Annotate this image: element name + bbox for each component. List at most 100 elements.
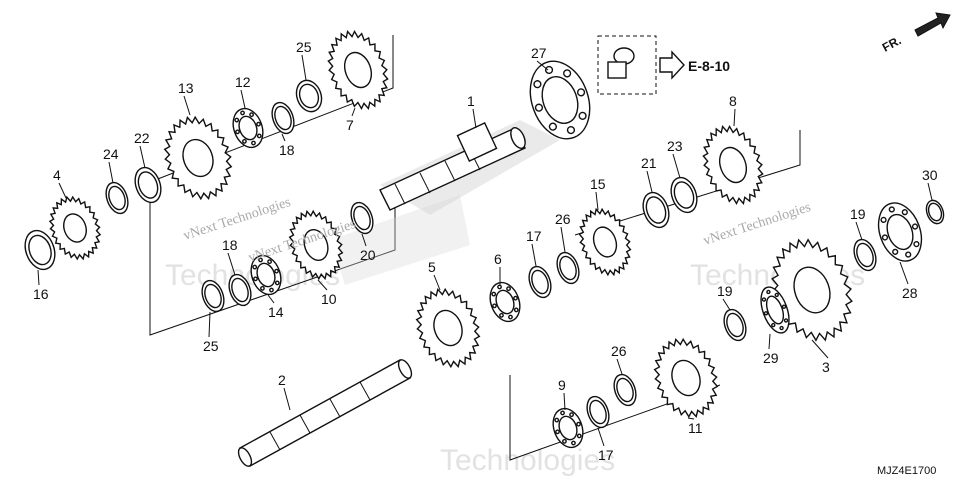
leader-5 [433, 274, 441, 291]
callout-9: 9 [558, 377, 566, 393]
gear-part-0 [24, 229, 56, 271]
leader-18 [281, 133, 286, 142]
gear-part-28 [925, 199, 945, 225]
callout-25: 25 [203, 338, 219, 354]
leader-29 [768, 333, 771, 350]
mainshaft [379, 122, 526, 211]
gear-part-25 [723, 308, 747, 342]
callout-23: 23 [667, 138, 683, 154]
callout-18: 18 [279, 142, 295, 158]
watermark-right: vNext Technologies [702, 200, 813, 249]
callout-8: 8 [729, 93, 737, 109]
callout-13: 13 [178, 80, 194, 96]
callout-4: 4 [53, 167, 61, 183]
callout-18: 18 [222, 237, 238, 253]
leader-24 [108, 161, 114, 184]
watermark-big-bottom: Technologies [440, 444, 615, 477]
gear-part-16 [489, 281, 521, 323]
diagram-code: MJZ4E1700 [877, 465, 936, 477]
leader-13 [183, 95, 191, 116]
gear-part-18 [556, 251, 580, 285]
leader-17 [597, 427, 605, 447]
leader-22 [139, 145, 146, 169]
gear-part-8 [327, 29, 389, 111]
leader-17 [531, 243, 537, 267]
front-direction-indicator: FR. [880, 12, 951, 55]
gear-part-24 [760, 286, 790, 334]
gear-part-6 [271, 101, 295, 135]
leader-25 [301, 54, 307, 81]
gear-part-9 [529, 60, 591, 140]
callout-17: 17 [526, 228, 542, 244]
front-label: FR. [880, 33, 904, 54]
callout-19: 19 [717, 283, 733, 299]
leader-lines [37, 54, 933, 447]
leader-14 [267, 294, 275, 304]
gear-part-30 [613, 373, 637, 407]
gear-part-5 [232, 107, 264, 149]
reference-box: E-8-10 [597, 35, 730, 95]
gear-part-21 [670, 176, 698, 214]
callout-2: 2 [278, 372, 286, 388]
callout-17: 17 [598, 447, 614, 463]
callout-16: 16 [33, 286, 49, 302]
leader-3 [811, 339, 829, 359]
gear-part-31 [586, 395, 610, 429]
callout-24: 24 [103, 146, 119, 162]
callout-20: 20 [360, 247, 376, 263]
gear-part-19 [578, 207, 632, 277]
leader-4 [58, 182, 67, 199]
callout-12: 12 [235, 74, 251, 90]
leader-19 [855, 221, 863, 241]
gear-part-15 [415, 287, 481, 369]
callout-30: 30 [922, 167, 938, 183]
gear-part-1 [48, 195, 102, 261]
gear-part-10 [201, 279, 225, 313]
callout-25: 25 [296, 39, 312, 55]
gear-part-23 [771, 238, 853, 342]
callout-21: 21 [641, 155, 657, 171]
leader-2 [283, 387, 291, 411]
callout-22: 22 [134, 130, 150, 146]
leader-15 [595, 191, 599, 211]
leader-1 [472, 108, 477, 129]
gear-part-4 [163, 115, 233, 201]
leader-8 [733, 108, 736, 127]
callout-5: 5 [428, 259, 436, 275]
callout-29: 29 [763, 350, 779, 366]
frame-upper-left [149, 35, 394, 268]
countershaft [237, 359, 413, 467]
leader-10 [317, 279, 328, 291]
callout-10: 10 [321, 291, 337, 307]
leader-16 [37, 269, 40, 286]
gear-part-22 [702, 124, 764, 206]
reference-label: E-8-10 [688, 58, 730, 74]
callout-26: 26 [555, 211, 571, 227]
callout-26: 26 [611, 343, 627, 359]
callout-3: 3 [822, 359, 830, 375]
leader-30 [927, 182, 933, 201]
callout-27: 27 [531, 45, 547, 61]
leader-7 [351, 107, 356, 117]
leader-18 [227, 252, 236, 276]
gear-part-20 [642, 191, 670, 229]
leader-9 [563, 392, 566, 411]
front-arrow-icon [914, 12, 951, 37]
gear-part-32 [552, 407, 584, 449]
gear-part-26 [853, 238, 877, 272]
callout-28: 28 [902, 285, 918, 301]
leader-26 [616, 358, 623, 375]
leader-21 [646, 170, 653, 193]
gear-part-11 [228, 273, 252, 307]
leader-11 [687, 417, 695, 420]
gear-components [24, 29, 945, 449]
leader-26 [560, 226, 566, 253]
leader-20 [361, 233, 367, 247]
callout-19: 19 [850, 206, 866, 222]
gear-part-3 [134, 166, 162, 204]
gear-part-12 [250, 254, 282, 296]
gear-part-27 [877, 202, 923, 262]
